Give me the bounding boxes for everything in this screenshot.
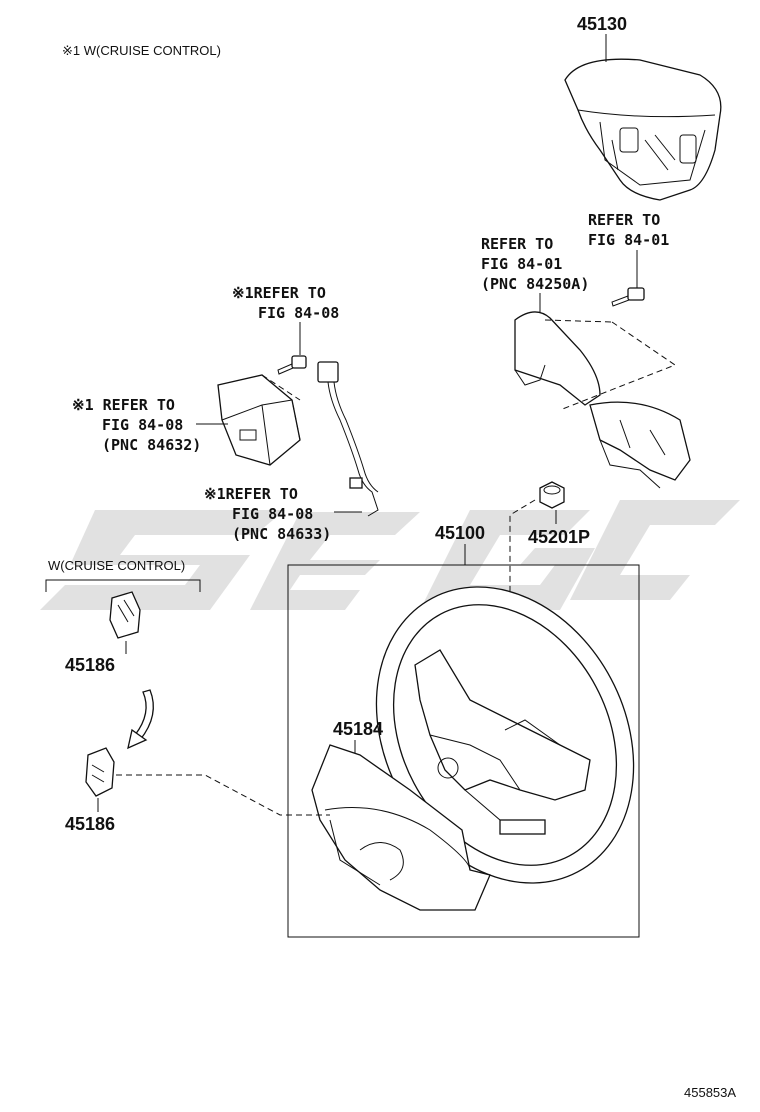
cruise-footnote: ※1 W(CRUISE CONTROL): [62, 43, 221, 58]
cover-part-45186-top: [109, 591, 141, 639]
cruise-switch-part: [217, 374, 301, 466]
cruise-group-label: W(CRUISE CONTROL): [48, 558, 185, 573]
nut-part-45201p: [539, 481, 565, 509]
cruise-switch-ref-line1: ※1 REFER TO: [72, 396, 175, 414]
part-number-45130: 45130: [577, 14, 627, 34]
cruise-harness-ref-line2: FIG 84-08: [232, 505, 313, 523]
cruise-group-bracket: [45, 579, 201, 592]
cruise-harness-ref-line3: (PNC 84633): [232, 525, 331, 543]
lower-cover-part-45184: [311, 744, 491, 911]
cruise-harness-ref-line1: ※1REFER TO: [204, 485, 298, 503]
part-number-45184: 45184: [333, 719, 383, 739]
cruise-bolt-icon: [277, 355, 307, 375]
spoke-cover-ref-line2: FIG 84-01: [481, 255, 562, 273]
steering-wheel-part-45100: [375, 586, 635, 884]
spoke-cover-part: [514, 311, 691, 489]
part-number-45186-bottom: 45186: [65, 814, 115, 834]
illustration-code: 455853A: [684, 1085, 736, 1100]
cruise-harness-part: [317, 361, 379, 517]
curved-arrow-icon: [127, 689, 154, 750]
cruise-switch-ref-line3: (PNC 84632): [102, 436, 201, 454]
horn-pad-ref-line1: REFER TO: [588, 211, 660, 229]
cruise-bolt-ref-line2: FIG 84-08: [258, 304, 339, 322]
part-number-45201p: 45201P: [528, 527, 590, 547]
cruise-switch-ref-line2: FIG 84-08: [102, 416, 183, 434]
part-number-45100: 45100: [435, 523, 485, 543]
watermark-logo: [40, 500, 740, 610]
part-number-45186-top: 45186: [65, 655, 115, 675]
horn-pad-ref-line2: FIG 84-01: [588, 231, 669, 249]
spoke-cover-ref-line3: (PNC 84250A): [481, 275, 589, 293]
spoke-cover-ref-line1: REFER TO: [481, 235, 553, 253]
wheel-assembly-frame: [287, 564, 640, 938]
cruise-bolt-ref-line1: ※1REFER TO: [232, 284, 326, 302]
cover-part-45186-bottom: [85, 747, 115, 797]
screw-icon: [611, 287, 645, 307]
horn-pad-part-45130: [564, 58, 722, 201]
